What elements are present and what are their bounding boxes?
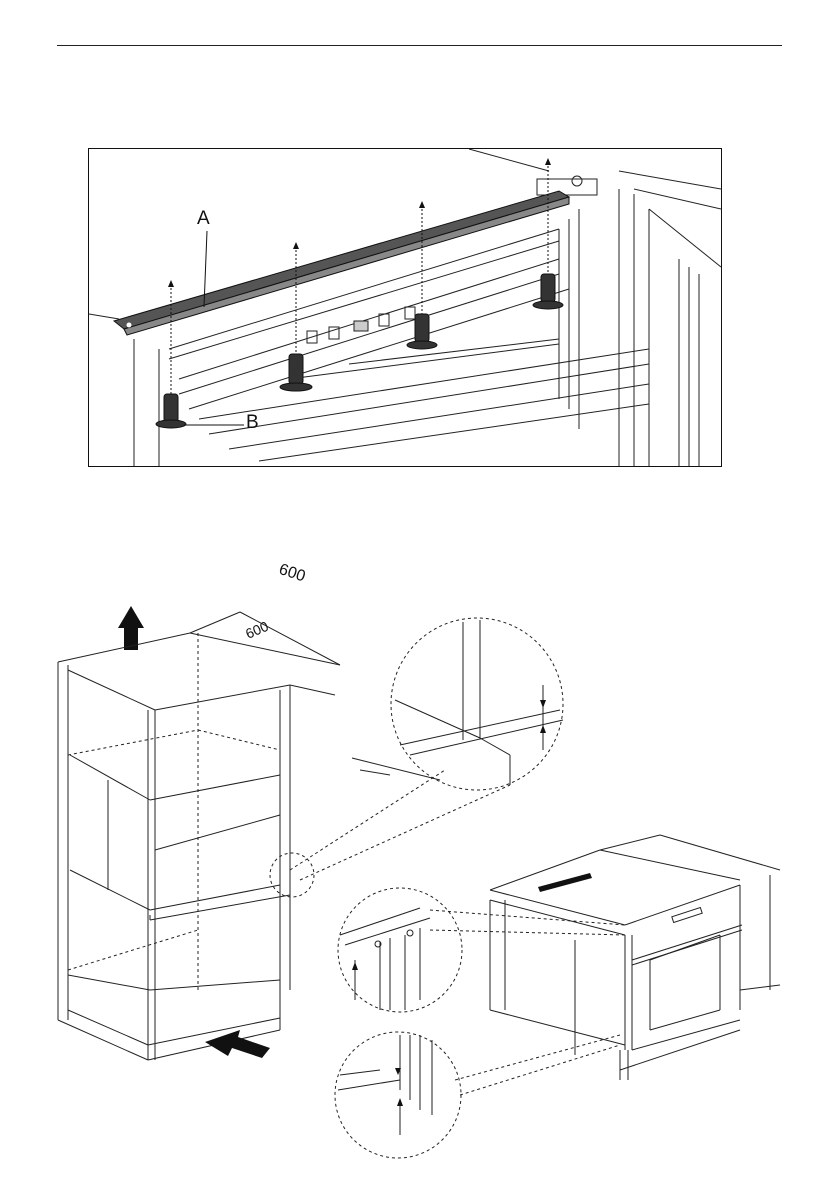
header-rule	[57, 45, 782, 46]
label-a: A	[197, 208, 210, 230]
dimension-600-top: 600	[276, 561, 307, 586]
rail-installation-figure: A B	[88, 148, 722, 467]
label-b: B	[246, 412, 259, 434]
cabinet-installation-drawing	[0, 590, 840, 1170]
rail-installation-drawing	[89, 149, 721, 466]
